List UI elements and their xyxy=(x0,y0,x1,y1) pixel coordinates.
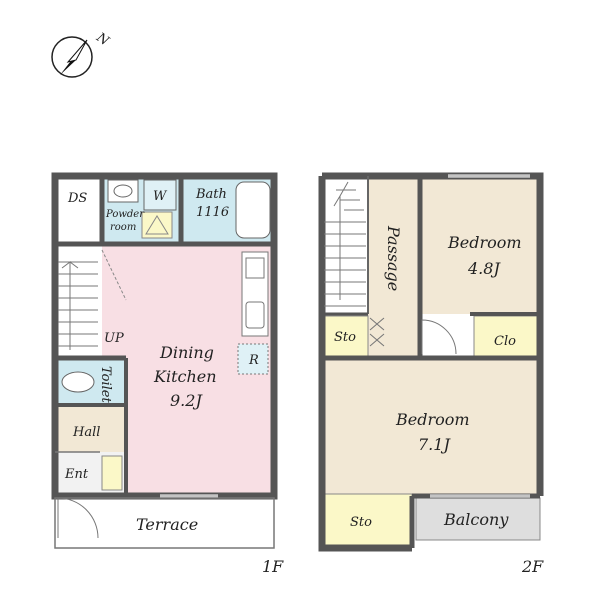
bedroom-b-label-line2: 7.1J xyxy=(418,435,451,454)
bathtub-icon xyxy=(235,181,271,239)
closet-fill xyxy=(473,315,539,357)
basin-icon xyxy=(113,184,133,198)
balcony-fill xyxy=(415,497,541,541)
stairs-2f xyxy=(324,181,366,307)
terrace-border xyxy=(54,497,275,549)
hall-fill xyxy=(55,406,125,452)
balcony-label: Balcony xyxy=(443,510,509,529)
storage-door-icon xyxy=(369,317,385,347)
ds-area xyxy=(55,176,102,242)
bedroom-a-door-icon xyxy=(421,319,457,355)
bedroom-b-fill xyxy=(322,360,540,494)
stair-2f-fill xyxy=(322,176,368,314)
dining-kitchen-label-line3: 9.2J xyxy=(170,391,203,410)
floor-2f-label: 2F xyxy=(521,557,544,576)
storage-a-fill xyxy=(323,315,369,357)
washer-box xyxy=(143,179,177,211)
triangle-icon xyxy=(145,215,169,235)
stair-cut xyxy=(101,249,127,301)
stairs-1f xyxy=(58,249,127,350)
powder-room-label-line2: room xyxy=(110,222,136,233)
shoe-cabinet xyxy=(101,455,123,491)
floor-2f: Passage Bedroom 4.8J Sto Clo Bedroom 7.1… xyxy=(318,172,544,576)
hall-label: Hall xyxy=(72,425,100,440)
stair-arrow xyxy=(61,261,79,350)
storage-a-label: Sto xyxy=(334,330,356,345)
ds-label: DS xyxy=(67,191,87,206)
toilet-icon xyxy=(61,371,95,393)
stair-rise xyxy=(336,189,364,211)
terrace-fill xyxy=(55,498,274,548)
powder-room-label-line1: Powder xyxy=(105,209,145,220)
passage-label: Passage xyxy=(384,225,403,291)
terrace-label: Terrace xyxy=(136,515,198,534)
bedroom-a-label-line1: Bedroom xyxy=(447,233,522,252)
fridge-box xyxy=(237,343,269,375)
floor-1f-label: 1F xyxy=(262,557,284,576)
stair-rise xyxy=(324,221,366,307)
sink-icon xyxy=(107,179,139,203)
compass-north-label: N xyxy=(93,30,112,50)
floor-1f: DS W Powder room Bath 1116 UP Dining Kit… xyxy=(51,172,284,576)
bath-label-line1: Bath xyxy=(195,187,227,202)
stair-arrow xyxy=(333,181,349,300)
stove-icon xyxy=(245,257,265,279)
dining-kitchen-label-line2: Kitchen xyxy=(153,367,217,386)
washer-label: W xyxy=(153,189,168,204)
bedroom-a-fill xyxy=(422,176,540,314)
stair-1f-fill xyxy=(55,246,102,356)
compass-needle-tail xyxy=(66,39,88,63)
toilet-label: Toilet xyxy=(98,366,113,403)
bedroom-a-label-line2: 4.8J xyxy=(467,259,501,278)
dining-kitchen-label-line1: Dining xyxy=(159,343,214,362)
kitchen-sink-icon xyxy=(245,301,265,329)
fridge-label: R xyxy=(248,353,259,368)
closet-label: Clo xyxy=(494,334,516,349)
2f-outer-wall xyxy=(318,172,544,552)
stair-rise xyxy=(58,261,98,347)
bedroom-b-label-line1: Bedroom xyxy=(395,410,470,429)
storage-b-label: Sto xyxy=(350,515,372,530)
up-label: UP xyxy=(104,331,124,346)
compass: N xyxy=(51,30,112,78)
bath-label-line2: 1116 xyxy=(196,205,229,220)
passage-fill xyxy=(368,176,420,356)
entrance-label: Ent xyxy=(64,467,89,482)
